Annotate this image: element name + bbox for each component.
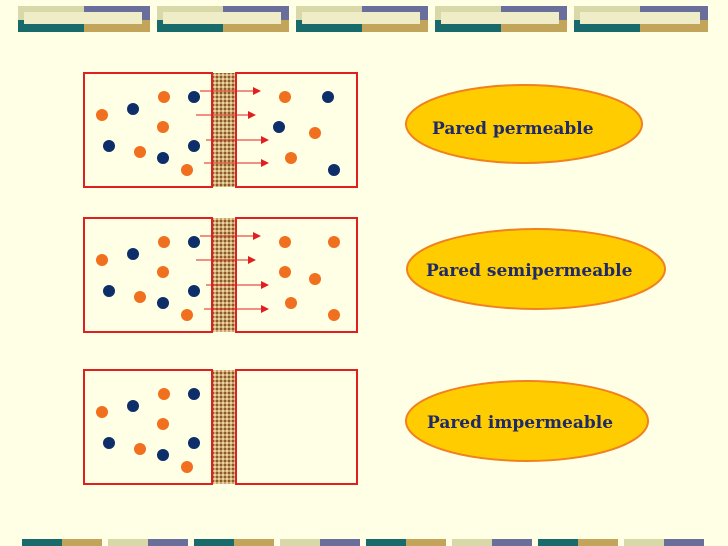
navy-particle: [188, 437, 200, 449]
orange-particle: [134, 291, 146, 303]
orange-particle: [96, 109, 108, 121]
top-band-block: [18, 6, 150, 32]
navy-particle: [322, 91, 334, 103]
top-band-block: [435, 6, 567, 32]
orange-particle: [309, 273, 321, 285]
right-chamber: [235, 217, 358, 333]
orange-particle: [96, 254, 108, 266]
left-chamber: [83, 72, 213, 188]
navy-particle: [328, 164, 340, 176]
label-oval: [405, 380, 649, 462]
navy-particle: [103, 285, 115, 297]
navy-particle: [157, 297, 169, 309]
orange-particle: [181, 309, 193, 321]
left-particles: [96, 91, 200, 176]
navy-particle: [188, 91, 200, 103]
navy-particle: [273, 121, 285, 133]
navy-particle: [103, 437, 115, 449]
navy-particle: [127, 103, 139, 115]
right-particles: [273, 91, 340, 176]
orange-particle: [285, 297, 297, 309]
orange-particle: [158, 91, 170, 103]
orange-particle: [134, 146, 146, 158]
right-particles: [279, 236, 340, 321]
flow-arrows: [196, 87, 269, 167]
orange-particle: [279, 236, 291, 248]
navy-particle: [103, 140, 115, 152]
flow-arrows: [196, 232, 269, 313]
navy-particle: [127, 400, 139, 412]
left-particles: [96, 236, 200, 321]
orange-particle: [328, 309, 340, 321]
orange-particle: [134, 443, 146, 455]
top-band-block: [157, 6, 289, 32]
orange-particle: [158, 388, 170, 400]
orange-particle: [181, 461, 193, 473]
top-band-block: [296, 6, 428, 32]
orange-particle: [328, 236, 340, 248]
orange-particle: [279, 266, 291, 278]
membrane-wall: [213, 73, 236, 187]
orange-particle: [96, 406, 108, 418]
orange-particle: [157, 418, 169, 430]
label-oval: [406, 228, 666, 310]
top-decor-band: [18, 6, 708, 32]
right-chamber: [235, 369, 358, 485]
membrane-wall: [213, 370, 236, 484]
navy-particle: [188, 236, 200, 248]
membrane-wall: [213, 218, 236, 332]
panel-label: Pared impermeable: [427, 413, 613, 433]
left-chamber: [83, 217, 213, 333]
bottom-decor-band: [22, 539, 704, 546]
orange-particle: [285, 152, 297, 164]
orange-particle: [309, 127, 321, 139]
left-particles: [96, 388, 200, 473]
orange-particle: [157, 121, 169, 133]
orange-particle: [157, 266, 169, 278]
panel-label: Pared permeable: [432, 119, 594, 139]
right-chamber: [235, 72, 358, 188]
label-oval: [405, 84, 643, 164]
left-chamber: [83, 369, 213, 485]
navy-particle: [157, 152, 169, 164]
panel-permeable: Pared permeable: [83, 72, 643, 188]
navy-particle: [188, 140, 200, 152]
panel-label: Pared semipermeable: [426, 261, 633, 281]
navy-particle: [127, 248, 139, 260]
orange-particle: [279, 91, 291, 103]
navy-particle: [157, 449, 169, 461]
navy-particle: [188, 388, 200, 400]
panel-impermeable: Pared impermeable: [83, 369, 649, 485]
top-band-block: [574, 6, 708, 32]
orange-particle: [181, 164, 193, 176]
orange-particle: [158, 236, 170, 248]
panel-semipermeable: Pared semipermeable: [83, 217, 666, 333]
navy-particle: [188, 285, 200, 297]
